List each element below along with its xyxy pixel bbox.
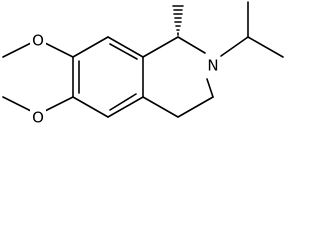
aromatic-double-bond — [109, 43, 138, 60]
ring-bond — [107, 36, 144, 58]
oxygen-atom-label: O — [32, 32, 44, 50]
ring-bond — [142, 96, 179, 118]
ring-bond — [107, 96, 144, 118]
ring-bond — [142, 36, 179, 58]
ring-bond — [72, 36, 109, 58]
oxygen-atom-label: O — [32, 109, 44, 127]
ring-bond — [177, 36, 206, 54]
ring-bond — [72, 96, 109, 118]
ring-bond — [177, 96, 214, 118]
atom-label-bg — [205, 57, 221, 75]
methoxy-bond — [2, 42, 32, 58]
methoxy-bond — [2, 96, 32, 112]
atom-label-bg — [30, 32, 46, 50]
ring-bond — [206, 78, 214, 98]
methoxy-bond — [44, 42, 74, 58]
atom-label-bg — [30, 109, 46, 127]
isopropyl-bond — [220, 36, 249, 57]
isopropyl-bond — [247, 36, 284, 58]
nitrogen-atom-label: N — [207, 57, 218, 75]
molecule-drawing: O O N — [2, 1, 284, 127]
aromatic-double-bond — [109, 93, 137, 111]
structure-diagram: O O N — [0, 0, 284, 132]
methoxy-bond — [44, 96, 74, 112]
